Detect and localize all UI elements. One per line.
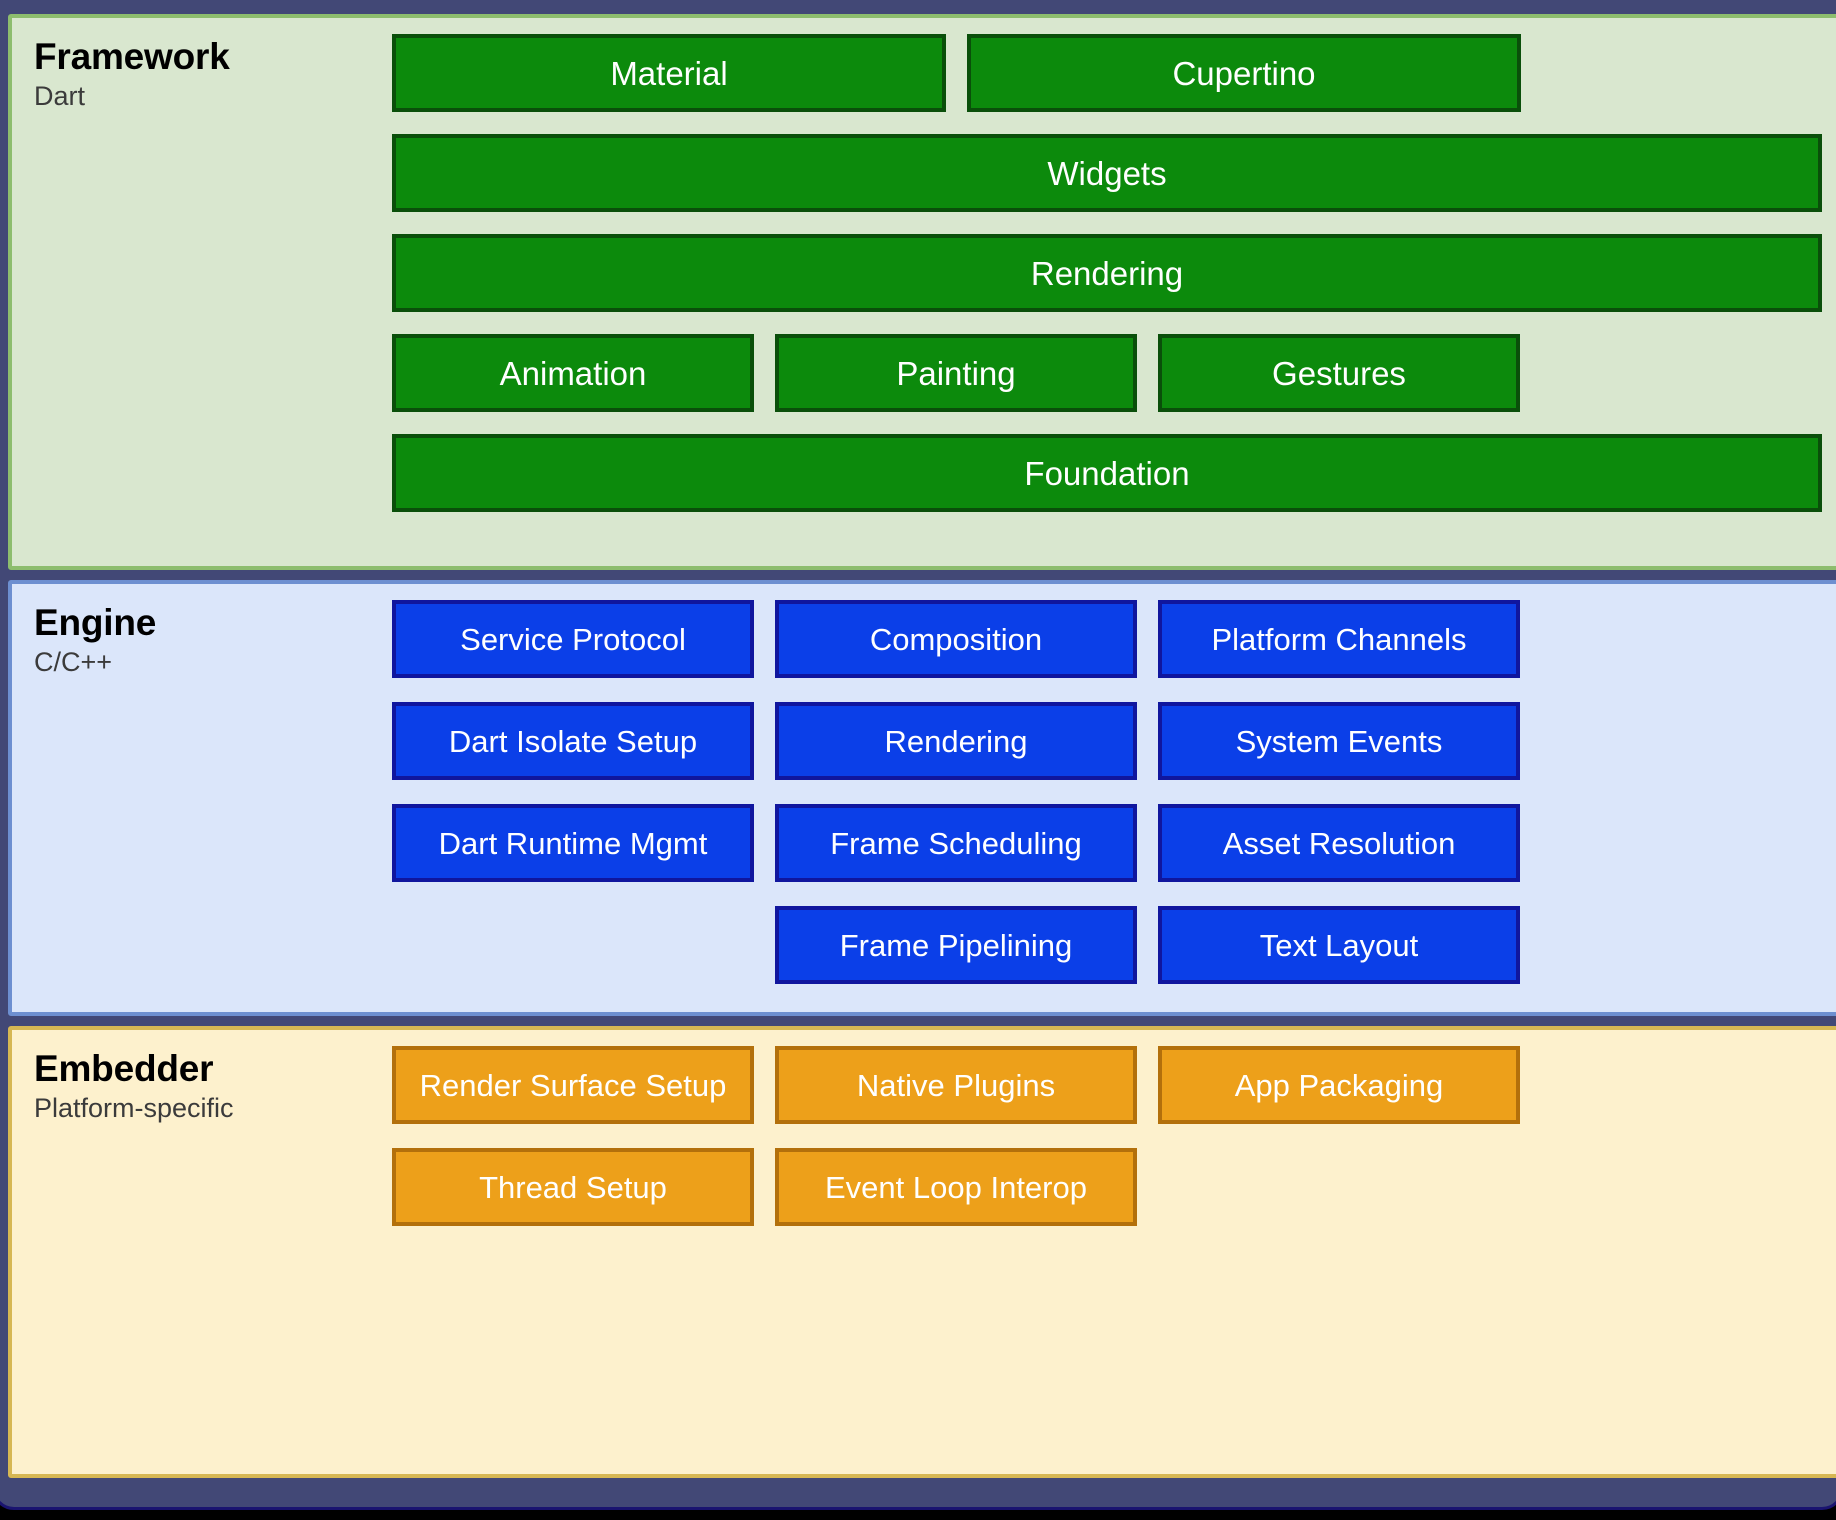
box-service-protocol[interactable]: Service Protocol [392,600,754,678]
framework-row-4: Animation Painting Gestures [392,334,1822,412]
box-text-layout[interactable]: Text Layout [1158,906,1520,984]
box-native-plugins[interactable]: Native Plugins [775,1046,1137,1124]
box-dart-runtime-mgmt[interactable]: Dart Runtime Mgmt [392,804,754,882]
box-platform-channels[interactable]: Platform Channels [1158,600,1520,678]
framework-row-1: Material Cupertino [392,34,1822,112]
engine-row-1: Service Protocol Composition Platform Ch… [392,600,1822,678]
box-dart-isolate-setup[interactable]: Dart Isolate Setup [392,702,754,780]
engine-row-4: Frame Pipelining Text Layout [392,906,1822,984]
framework-row-2: Widgets [392,134,1822,212]
layer-framework-grid: Material Cupertino Widgets Rendering Ani… [392,18,1836,566]
embedder-row-2-spacer [1158,1148,1520,1226]
box-cupertino[interactable]: Cupertino [967,34,1521,112]
layer-embedder-title: Embedder [34,1048,214,1089]
layer-embedder-grid: Render Surface Setup Native Plugins App … [392,1030,1836,1474]
layer-engine-grid: Service Protocol Composition Platform Ch… [392,584,1836,1012]
box-frame-scheduling[interactable]: Frame Scheduling [775,804,1137,882]
layer-engine-subtitle: C/C++ [34,646,113,677]
box-painting[interactable]: Painting [775,334,1137,412]
layer-engine-header: Engine C/C++ [12,584,392,1012]
engine-row-3: Dart Runtime Mgmt Frame Scheduling Asset… [392,804,1822,882]
layer-engine-title: Engine [34,602,157,643]
box-composition[interactable]: Composition [775,600,1137,678]
box-event-loop-interop[interactable]: Event Loop Interop [775,1148,1137,1226]
layer-embedder-subtitle: Platform-specific [34,1092,234,1123]
box-rendering-framework[interactable]: Rendering [392,234,1822,312]
box-thread-setup[interactable]: Thread Setup [392,1148,754,1226]
layer-framework-subtitle: Dart [34,80,86,111]
box-rendering-engine[interactable]: Rendering [775,702,1137,780]
box-app-packaging[interactable]: App Packaging [1158,1046,1520,1124]
box-gestures[interactable]: Gestures [1158,334,1520,412]
box-material[interactable]: Material [392,34,946,112]
layer-framework-header: Framework Dart [12,18,392,566]
box-frame-pipelining[interactable]: Frame Pipelining [775,906,1137,984]
embedder-row-2: Thread Setup Event Loop Interop [392,1148,1822,1226]
engine-row-2: Dart Isolate Setup Rendering System Even… [392,702,1822,780]
box-foundation[interactable]: Foundation [392,434,1822,512]
box-animation[interactable]: Animation [392,334,754,412]
architecture-stack: Framework Dart Material Cupertino Widget… [8,14,1836,1520]
box-system-events[interactable]: System Events [1158,702,1520,780]
box-asset-resolution[interactable]: Asset Resolution [1158,804,1520,882]
engine-row-4-spacer [392,906,754,984]
layer-embedder: Embedder Platform-specific Render Surfac… [8,1026,1836,1478]
box-render-surface-setup[interactable]: Render Surface Setup [392,1046,754,1124]
framework-row-5: Foundation [392,434,1822,512]
layer-engine: Engine C/C++ Service Protocol Compositio… [8,580,1836,1016]
layer-embedder-header: Embedder Platform-specific [12,1030,392,1474]
layer-framework: Framework Dart Material Cupertino Widget… [8,14,1836,570]
framework-row-3: Rendering [392,234,1822,312]
embedder-row-1: Render Surface Setup Native Plugins App … [392,1046,1822,1124]
layer-framework-title: Framework [34,36,230,77]
box-widgets[interactable]: Widgets [392,134,1822,212]
